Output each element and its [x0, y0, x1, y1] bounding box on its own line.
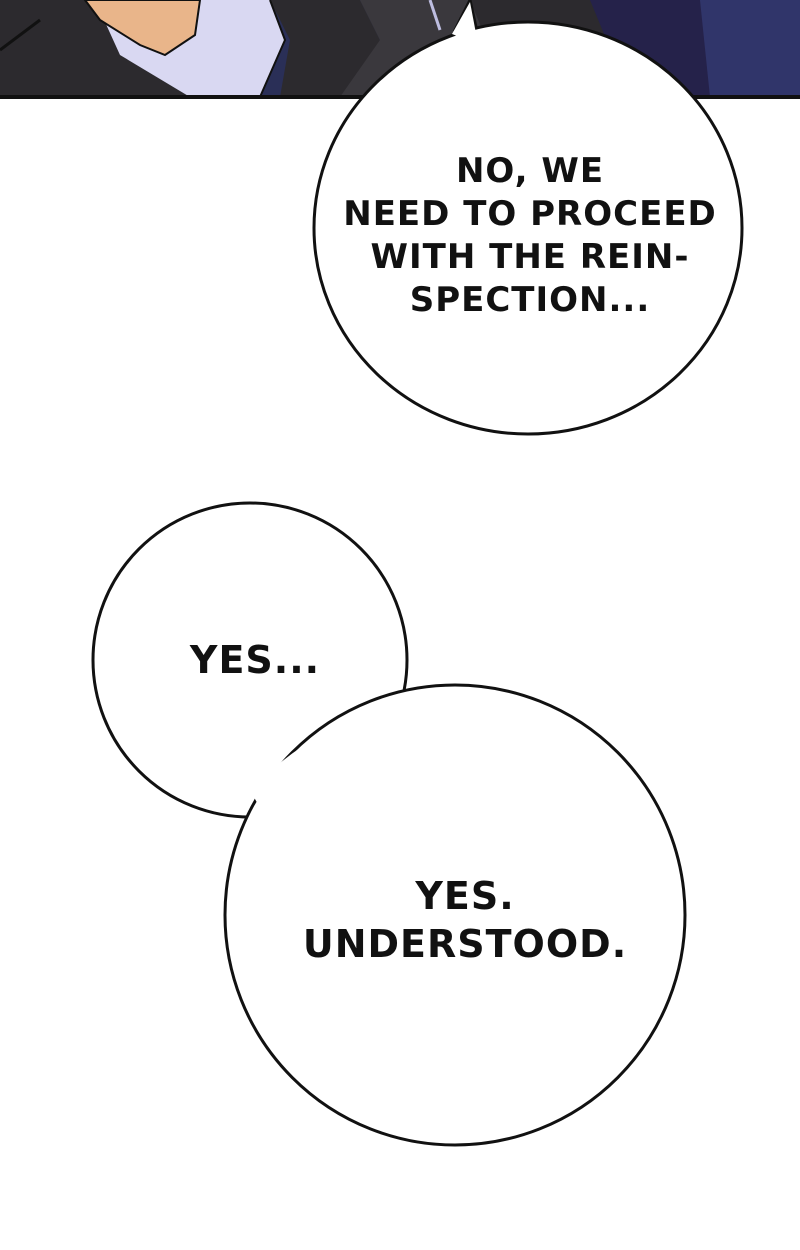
speech-bubble-1 — [312, 0, 744, 436]
bubble-2-text: YES... — [150, 636, 360, 684]
bubble-3-line-1: YES. — [415, 874, 515, 918]
bubble-3-line-2: UNDERSTOOD. — [302, 922, 628, 966]
bubble-1-text: NO, WE NEED TO PROCEED WITH THE REIN- SP… — [330, 150, 730, 322]
bubble-1-line-2: NEED TO PROCEED — [343, 194, 717, 234]
bubble-1-line-1: NO, WE — [455, 151, 605, 191]
bubble-2-line-1: YES... — [189, 638, 321, 682]
bubble-1-line-4: SPECTION... — [409, 280, 651, 320]
bubble-1-line-3: WITH THE REIN- — [370, 237, 690, 277]
speech-bubble-pair — [91, 501, 687, 1147]
bubble-3-text: YES. UNDERSTOOD. — [290, 872, 640, 968]
